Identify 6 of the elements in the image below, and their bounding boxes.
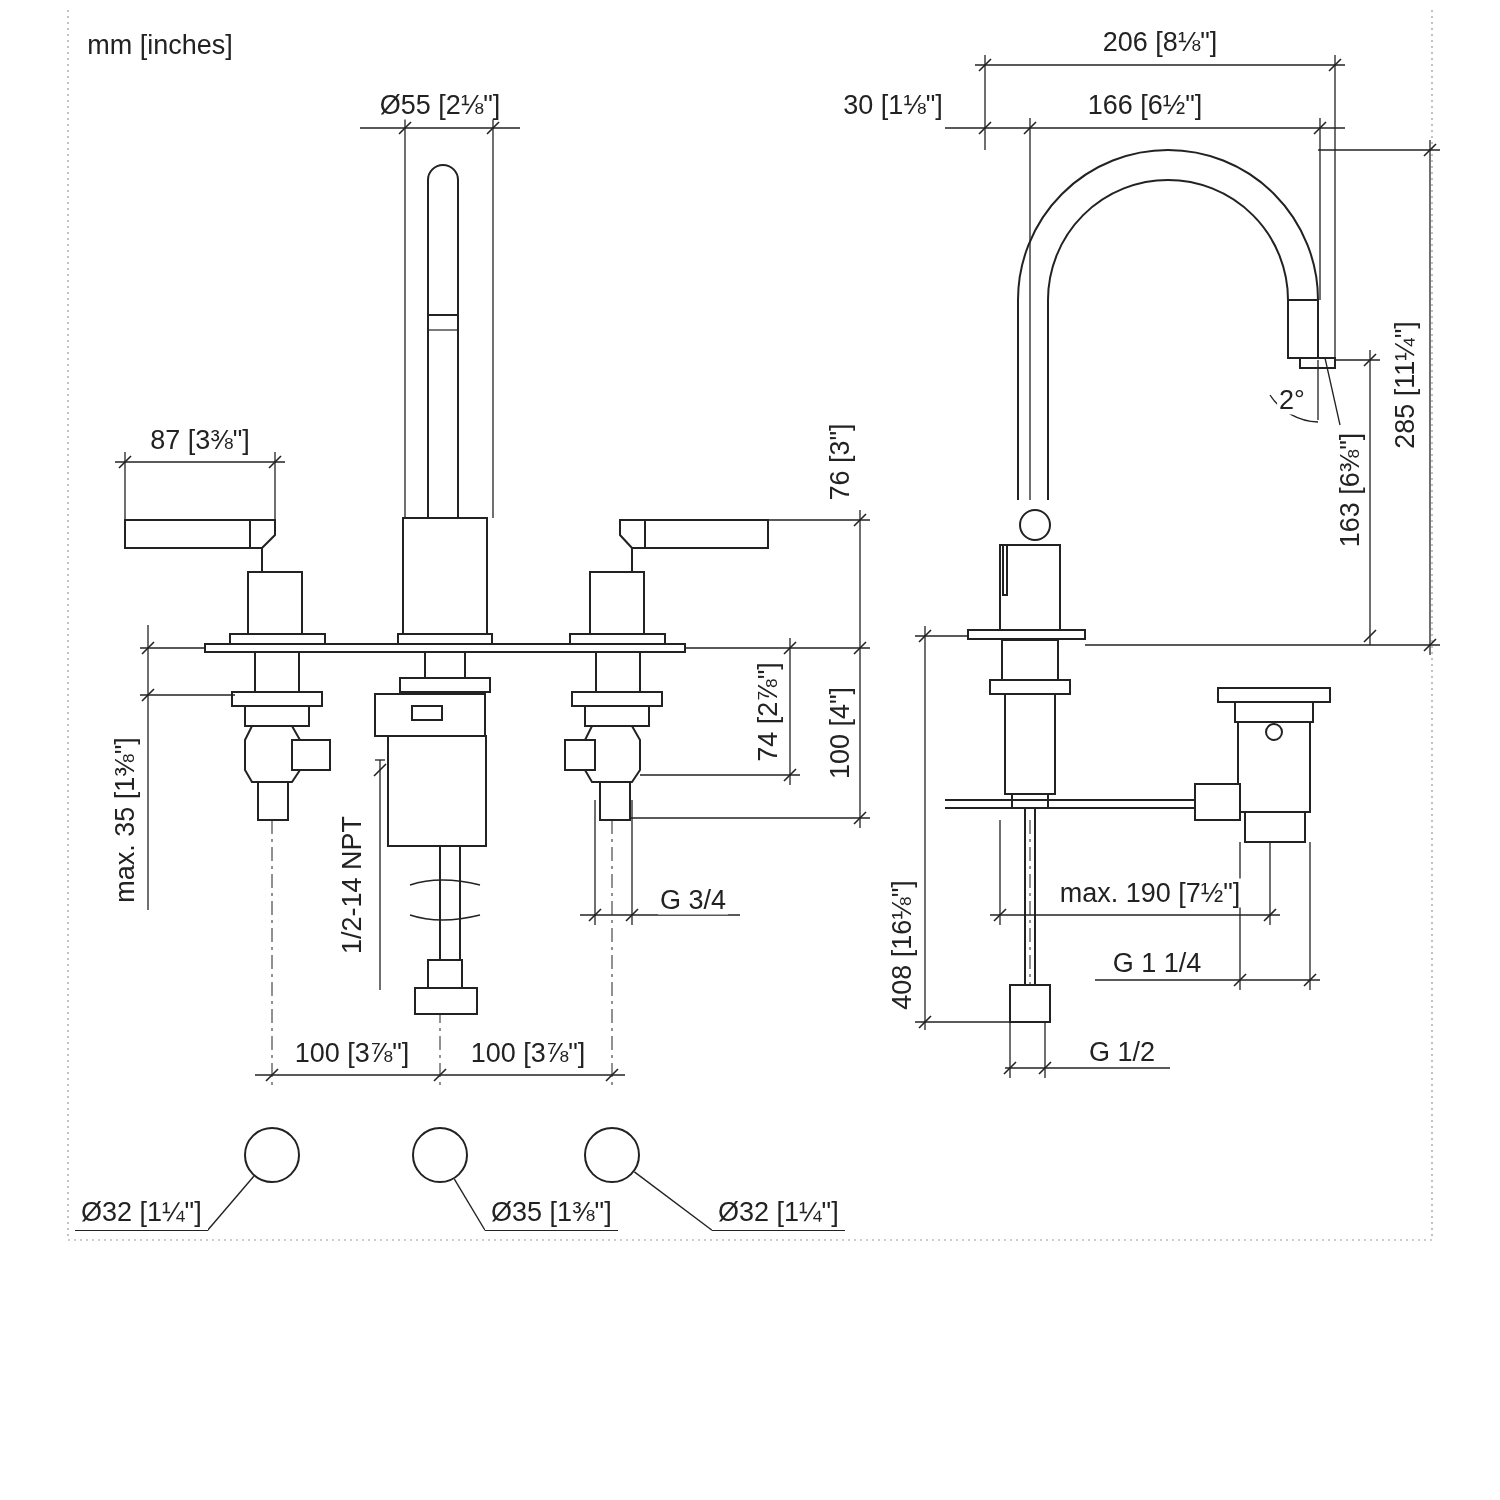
hole-circle (244, 1127, 300, 1183)
leader-line (206, 1175, 255, 1231)
leader-line (453, 1178, 486, 1231)
leader-line (633, 1171, 713, 1231)
hole-circle (412, 1127, 468, 1183)
hole-circle (584, 1127, 640, 1183)
